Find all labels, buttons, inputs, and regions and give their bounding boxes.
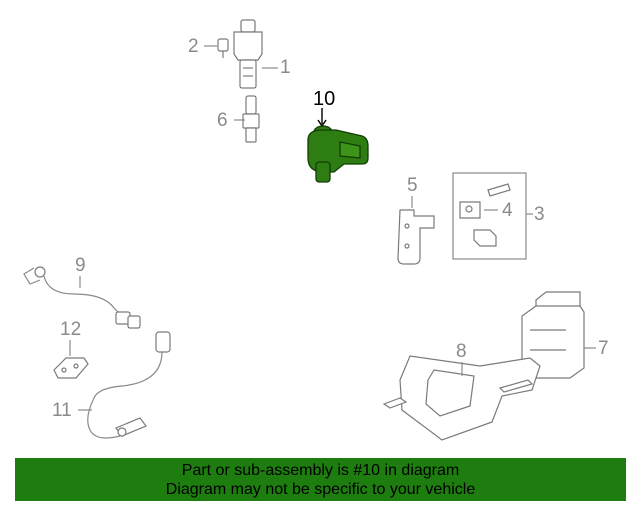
callout-8: 8: [456, 341, 467, 362]
sensor-bracket: [397, 196, 435, 265]
callout-7: 7: [598, 338, 609, 359]
callout-3: 3: [534, 204, 545, 225]
callout-5: 5: [407, 175, 418, 196]
callout-2: 2: [188, 36, 199, 57]
bolt: [204, 38, 229, 58]
small-bracket: [53, 340, 89, 379]
engine-control-unit: [521, 291, 596, 379]
banner-line-1: Part or sub-assembly is #10 in diagram: [181, 462, 460, 479]
wiring-harness: [23, 266, 141, 329]
spark-plug: [234, 95, 260, 143]
callout-9: 9: [75, 255, 86, 276]
banner-line-2: Diagram may not be specific to your vehi…: [165, 481, 476, 498]
camshaft-sensor-highlighted: [307, 108, 369, 183]
sensor-kit-box: [452, 172, 533, 260]
callout-6: 6: [217, 110, 228, 131]
speed-sensor: [78, 331, 171, 439]
callout-10: 10: [313, 88, 336, 110]
ignition-coil: [233, 19, 278, 89]
callout-1: 1: [280, 57, 291, 78]
part-info-banner: Part or sub-assembly is #10 in diagram D…: [15, 458, 626, 501]
callout-4: 4: [502, 200, 513, 221]
callout-11: 11: [52, 400, 72, 421]
parts-diagram: [23, 19, 596, 441]
ecu-bracket: [382, 355, 541, 441]
callout-12: 12: [60, 319, 82, 340]
